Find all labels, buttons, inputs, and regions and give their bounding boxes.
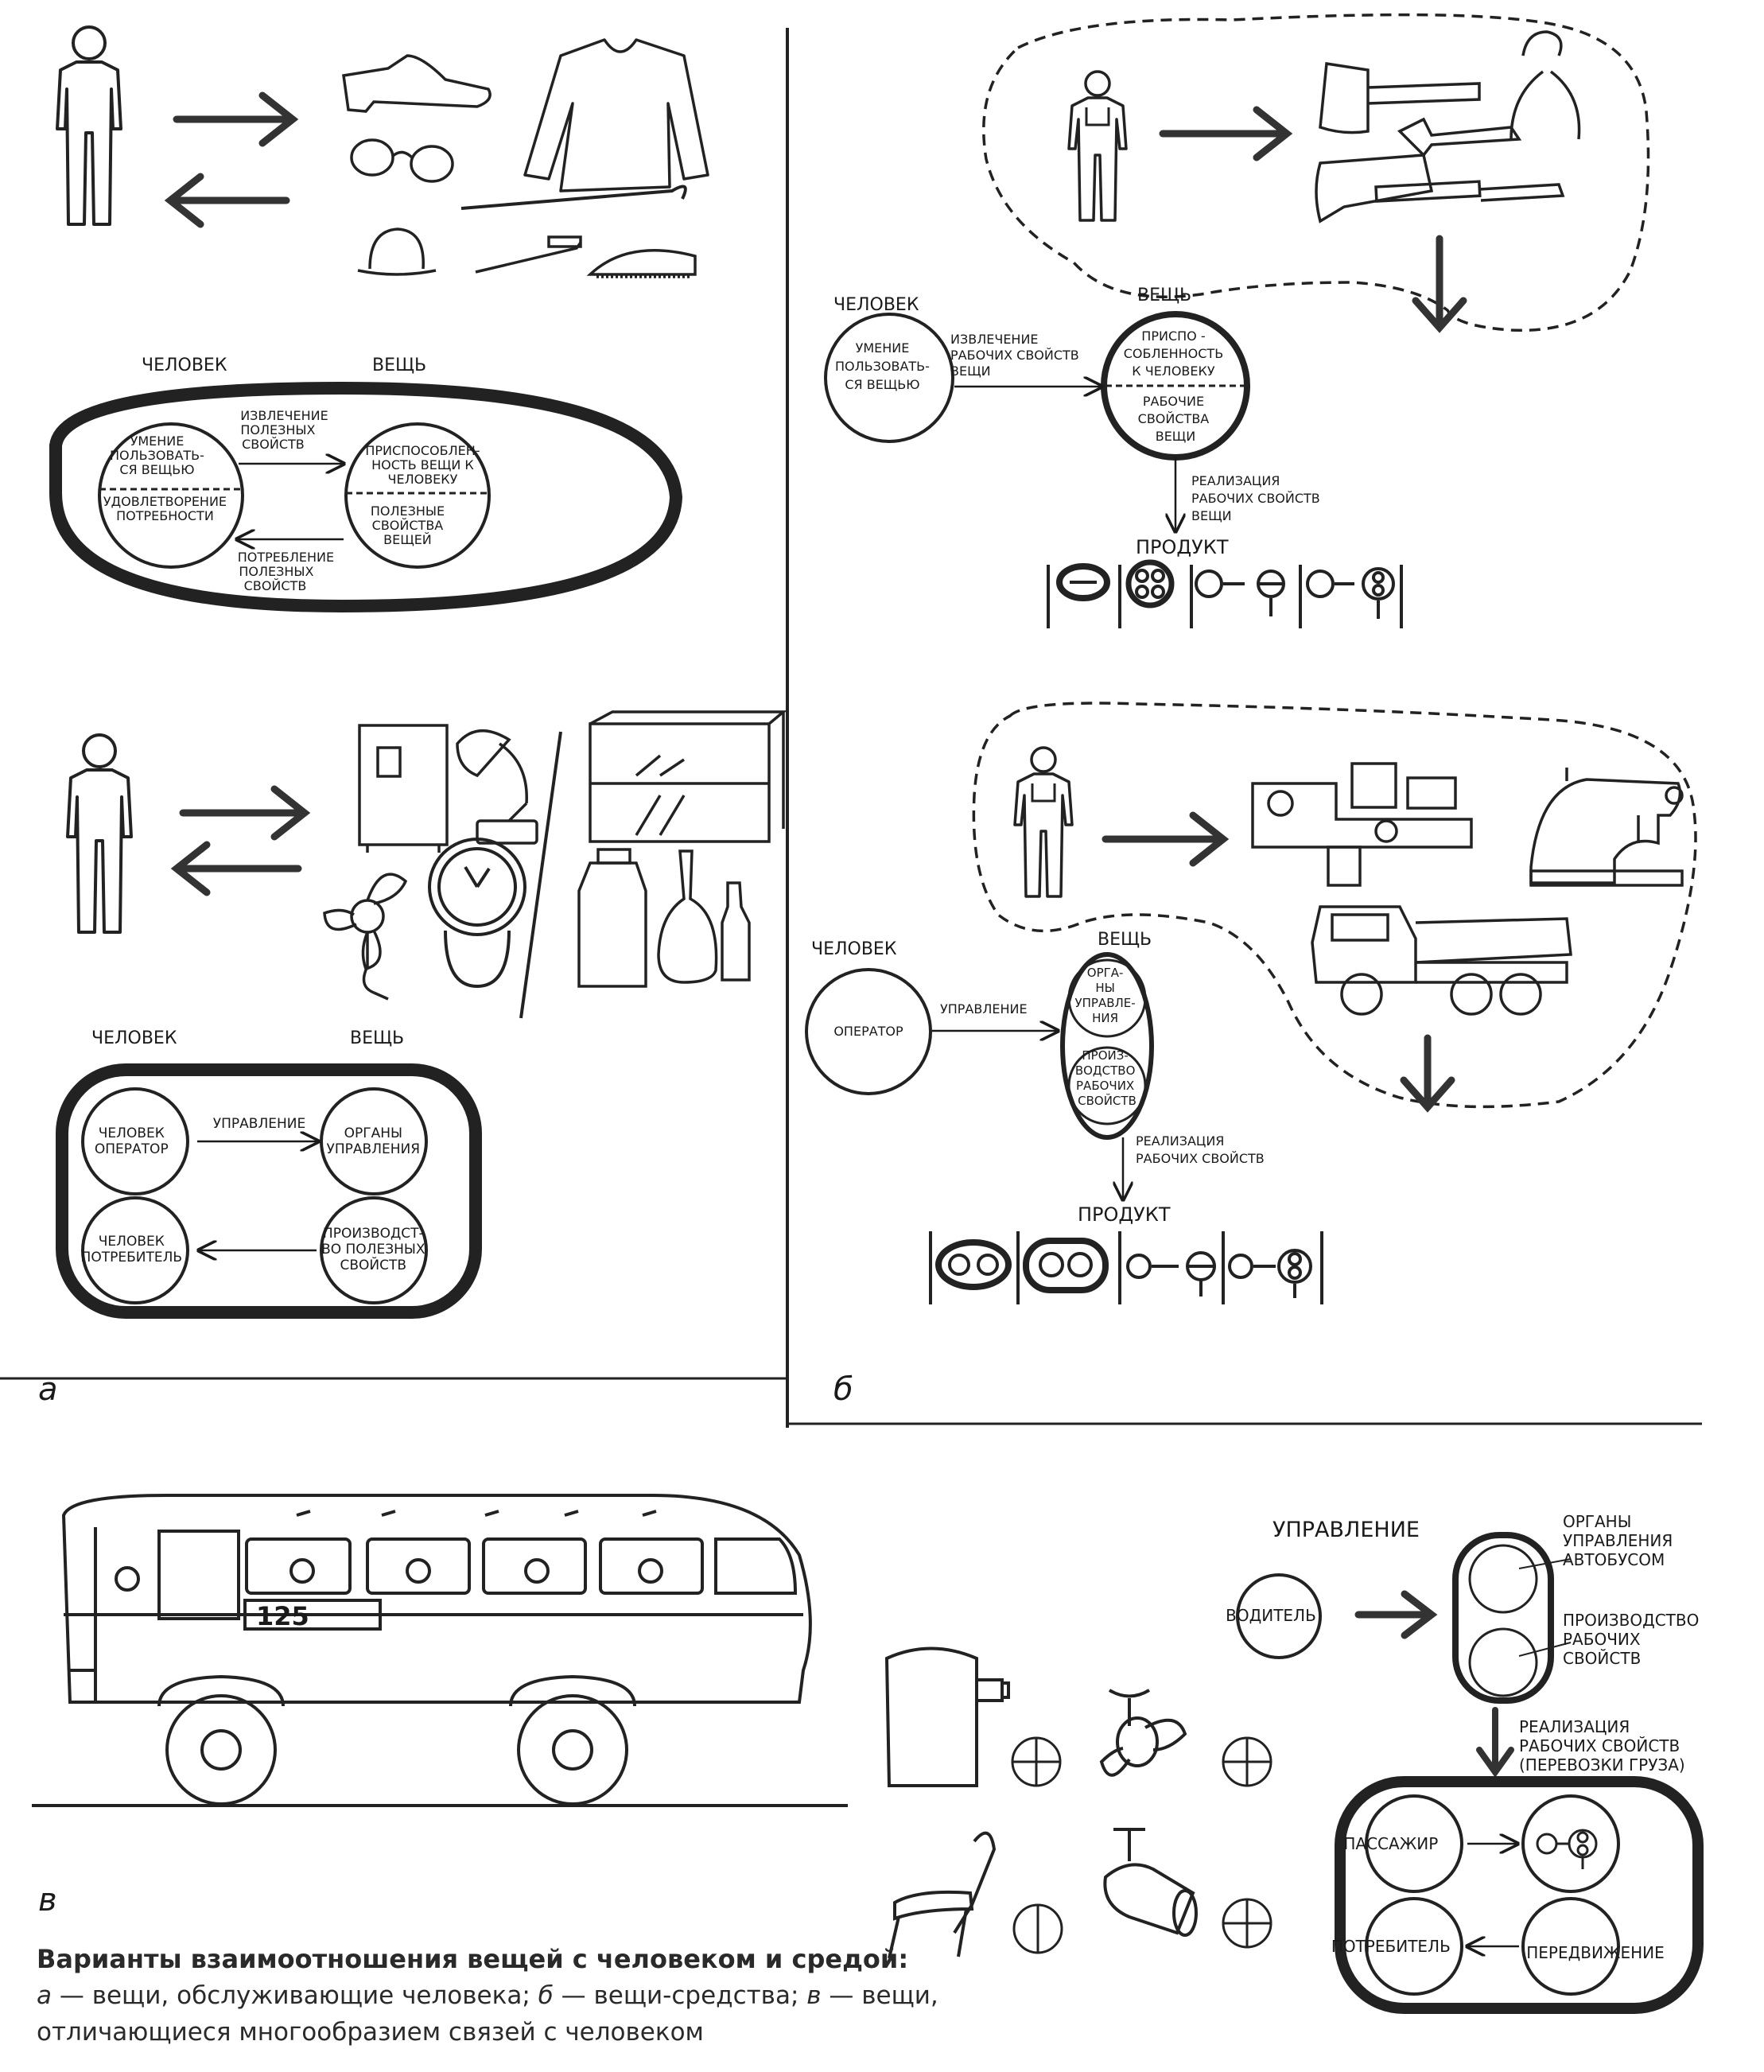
bus-number: 125 xyxy=(256,1601,309,1631)
caption-line-2: отличающиеся многообразием связей с чело… xyxy=(37,2018,704,2047)
worker-icon xyxy=(1013,746,1074,898)
sewing-machine-icon xyxy=(1529,768,1684,887)
label-product: ПРОДУКТ xyxy=(1136,536,1229,558)
panel-c: 125 в xyxy=(32,1494,1704,2014)
worker-icon xyxy=(1067,70,1128,222)
product-symbols xyxy=(1047,559,1403,628)
exchange-arrows xyxy=(170,785,311,896)
label-thing: ВЕЩЬ xyxy=(350,1028,404,1048)
svg-text:УМЕНИЕ ПОЛЬЗОВАТЬ-: УМЕНИЕ ПОЛЬЗОВАТЬ- СЯ ВЕЩЬЮ ПРИСПО - СОБ… xyxy=(835,328,1227,444)
svg-text:УМЕНИЕ ПОЛЬЗОВАТЬ-: УМЕНИЕ ПОЛЬЗОВАТЬ- СЯ ВЕЩЬЮ УДОВЛЕТВОРЕН… xyxy=(103,408,484,593)
diagram-a2: ЧЕЛОВЕК ВЕЩЬ ЧЕЛОВЕК ОПЕРАТОР ОРГАНЫ УПР… xyxy=(56,1028,482,1319)
panel-letter-c: в xyxy=(38,1882,57,1918)
chisel-icon xyxy=(1397,117,1522,157)
process-arrow xyxy=(1102,811,1230,867)
bookshelf-icon xyxy=(589,710,787,843)
person-icon xyxy=(56,25,122,226)
caption-key-b: б xyxy=(538,1981,554,2010)
caption-text-a: — вещи, обслуживающие человека; xyxy=(52,1981,538,2010)
brush-icon xyxy=(586,249,697,278)
plus-icon xyxy=(1222,1898,1272,1949)
label-thing: ВЕЩЬ xyxy=(1098,930,1152,950)
svg-text:РЕАЛИЗАЦИЯ РАБОЧИХ СВО: РЕАЛИЗАЦИЯ РАБОЧИХ СВОЙСТВ xyxy=(1136,1133,1265,1166)
divider-slash xyxy=(519,731,562,1019)
svg-text:УПРАВЛЕНИЕ: УПРАВЛЕНИЕ xyxy=(940,1001,1028,1017)
label-product: ПРОДУКТ xyxy=(1078,1203,1171,1226)
figure-caption: Варианты взаимоотношения вещей с человек… xyxy=(37,1941,1707,2051)
caption-key-a: а xyxy=(37,1981,52,2010)
diagram-a1: ЧЕЛОВЕК ВЕЩЬ УМЕНИЕ ПОЛЬЗОВАТЬ- СЯ ВЕЩЬЮ… xyxy=(49,356,683,613)
refrigerator-icon xyxy=(358,724,449,853)
label-human: ЧЕЛОВЕК xyxy=(142,356,227,375)
panel-b: ЧЕЛОВЕК ВЕЩЬ УМЕНИЕ ПОЛЬЗОВАТЬ- СЯ ВЕЩЬЮ… xyxy=(805,13,1697,1408)
svg-text:ИЗВЛЕЧЕНИЕ РАБОЧИХ СВО: ИЗВЛЕЧЕНИЕ РАБОЧИХ СВОЙСТВ ВЕЩИ РЕАЛИЗАЦ… xyxy=(950,332,1324,523)
sweater-icon xyxy=(523,38,709,192)
caption-title: Варианты взаимоотношения вещей с человек… xyxy=(37,1944,909,1974)
seat-box-icon xyxy=(884,1646,1010,1787)
person-icon xyxy=(66,733,133,934)
lathe-icon xyxy=(1251,762,1473,887)
svg-text:ЧЕЛОВЕК ОПЕРАТОР: ЧЕЛОВЕК ОПЕРАТОР ОРГАНЫ УПРАВЛЕНИЯ ЧЕЛОВ… xyxy=(81,1116,429,1273)
tools-icons xyxy=(1315,30,1581,224)
svg-text:ПАССАЖИР ПОТРЕБИТЕЛЬ: ПАССАЖИР ПОТРЕБИТЕЛЬ ПЕРЕДВИЖЕНИЕ xyxy=(1331,1834,1665,1962)
cane-icon xyxy=(460,185,687,210)
caption-key-c: в xyxy=(806,1981,822,2010)
label-thing: ВЕЩЬ xyxy=(372,356,426,375)
chair-icon xyxy=(888,1831,997,1959)
bus-illustration: 125 xyxy=(61,1494,812,1806)
diagram-b1: ЧЕЛОВЕК ВЕЩЬ УМЕНИЕ ПОЛЬЗОВАТЬ- СЯ ВЕЩЬЮ… xyxy=(824,286,1403,628)
label-human: ЧЕЛОВЕК xyxy=(91,1028,177,1048)
machines-boundary xyxy=(972,702,1697,1109)
horn-icon xyxy=(1103,1828,1198,1937)
caption-text-c: — вещи, xyxy=(821,1981,938,2010)
bottle-icon xyxy=(657,849,751,984)
svg-text:ОРГА- НЫ УПРАВ: ОРГА- НЫ УПРАВЛЕ- НИЯ ПРОИЗ- ВОДСТВО РАБ… xyxy=(1075,966,1140,1108)
diagram-b2: ЧЕЛОВЕК ВЕЩЬ ОПЕРАТОР УПРАВЛЕНИЕ ОРГА- Н… xyxy=(805,930,1323,1304)
process-arrow-down xyxy=(1400,1034,1455,1113)
milk-can-icon xyxy=(577,848,647,988)
process-arrow xyxy=(1159,106,1293,161)
process-arrow-down xyxy=(1412,235,1467,333)
shoe-icon xyxy=(342,54,492,113)
saw-icon xyxy=(1315,154,1434,224)
plus-icon xyxy=(1222,1736,1272,1787)
propeller-icon xyxy=(1099,1689,1187,1777)
exchange-arrows xyxy=(164,91,299,228)
truck-icon xyxy=(1311,905,1572,1016)
glasses-icon xyxy=(350,138,454,183)
panel-letter-a: а xyxy=(38,1371,58,1408)
toothbrush-icon xyxy=(475,235,582,274)
caption-text-b: — вещи-средства; xyxy=(553,1981,807,2010)
lamp-icon xyxy=(456,729,538,845)
svg-text:ВОДИТЕЛЬ: ВОДИТЕЛЬ xyxy=(1226,1606,1316,1625)
axe-icon xyxy=(1319,61,1481,134)
plus-icon xyxy=(1011,1736,1062,1787)
label-thing: ВЕЩЬ xyxy=(1137,286,1191,305)
product-symbols xyxy=(929,1231,1323,1304)
hat-icon xyxy=(357,227,437,276)
fan-icon xyxy=(323,873,408,1001)
svg-text:ОРГАНЫ УПРАВЛЕНИЯ: ОРГАНЫ УПРАВЛЕНИЯ АВТОБУСОМ ПРОИЗВОДСТВО… xyxy=(1519,1512,1704,1775)
tools-boundary xyxy=(982,13,1650,332)
label-human: ЧЕЛОВЕК xyxy=(811,939,897,959)
svg-text:ОПЕРАТОР: ОПЕРАТОР xyxy=(833,1024,903,1039)
diagram-c: УПРАВЛЕНИЕ ВОДИТЕЛЬ ОРГАНЫ УПРАВЛЕНИЯ АВ… xyxy=(1226,1512,1704,2014)
label-control: УПРАВЛЕНИЕ xyxy=(1272,1518,1420,1542)
clock-icon xyxy=(428,838,526,989)
panel-a: ЧЕЛОВЕК ВЕЩЬ УМЕНИЕ ПОЛЬЗОВАТЬ- СЯ ВЕЩЬЮ… xyxy=(38,25,787,1408)
panel-letter-b: б xyxy=(833,1371,853,1408)
label-human: ЧЕЛОВЕК xyxy=(833,295,919,315)
pliers-icon xyxy=(1510,30,1581,140)
